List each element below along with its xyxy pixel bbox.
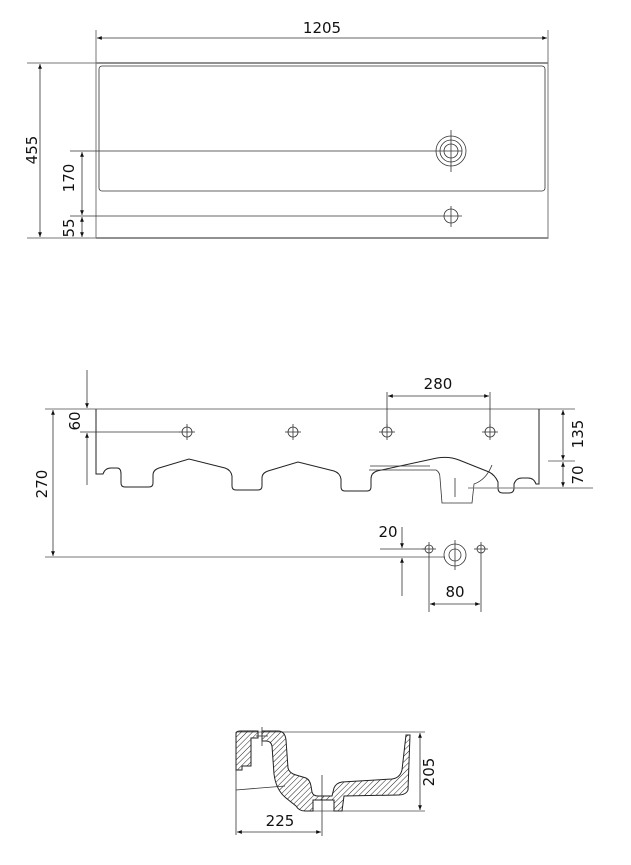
front-view: 280 60 270 135 70 20 80 <box>33 370 593 612</box>
bottom-hole-icon <box>422 542 436 612</box>
section-view: 205 225 <box>235 727 438 836</box>
tap-hole-icon <box>179 424 195 440</box>
tap-hole-icon <box>379 424 395 440</box>
basin-profile <box>95 409 540 494</box>
basin-inner-bowl <box>98 65 546 192</box>
drain-icon <box>435 130 467 172</box>
total-height-dimension: 270 <box>33 470 51 499</box>
tap-hole-icon <box>285 424 301 440</box>
bottom-drain-icon <box>443 540 467 570</box>
tap-hole-icon <box>443 206 459 227</box>
tap-hole-icon <box>482 424 498 440</box>
tap-holes <box>179 424 498 440</box>
depth-dimension: 455 <box>23 136 41 165</box>
basin-depth-dimension: 70 <box>569 465 587 484</box>
bottom-offset-dimension: 20 <box>378 523 397 541</box>
drain-position-dimension: 225 <box>266 812 295 830</box>
basin-outline <box>95 62 549 239</box>
bottom-hole-spacing-dimension: 80 <box>445 583 464 601</box>
hole-height-dimension: 60 <box>66 411 84 430</box>
tap-offset-dimension: 55 <box>60 218 78 237</box>
top-view: 1205 455 170 55 <box>23 19 549 239</box>
body-height-dimension: 135 <box>569 420 587 449</box>
section-height-dimension: 205 <box>420 758 438 787</box>
section-wall-basin <box>261 730 411 812</box>
drain-offset-dimension: 170 <box>60 164 78 193</box>
hole-spacing-dimension: 280 <box>424 375 453 393</box>
bottom-hole-icon <box>474 542 488 612</box>
section-wall-left <box>235 730 259 771</box>
width-dimension: 1205 <box>303 19 341 37</box>
